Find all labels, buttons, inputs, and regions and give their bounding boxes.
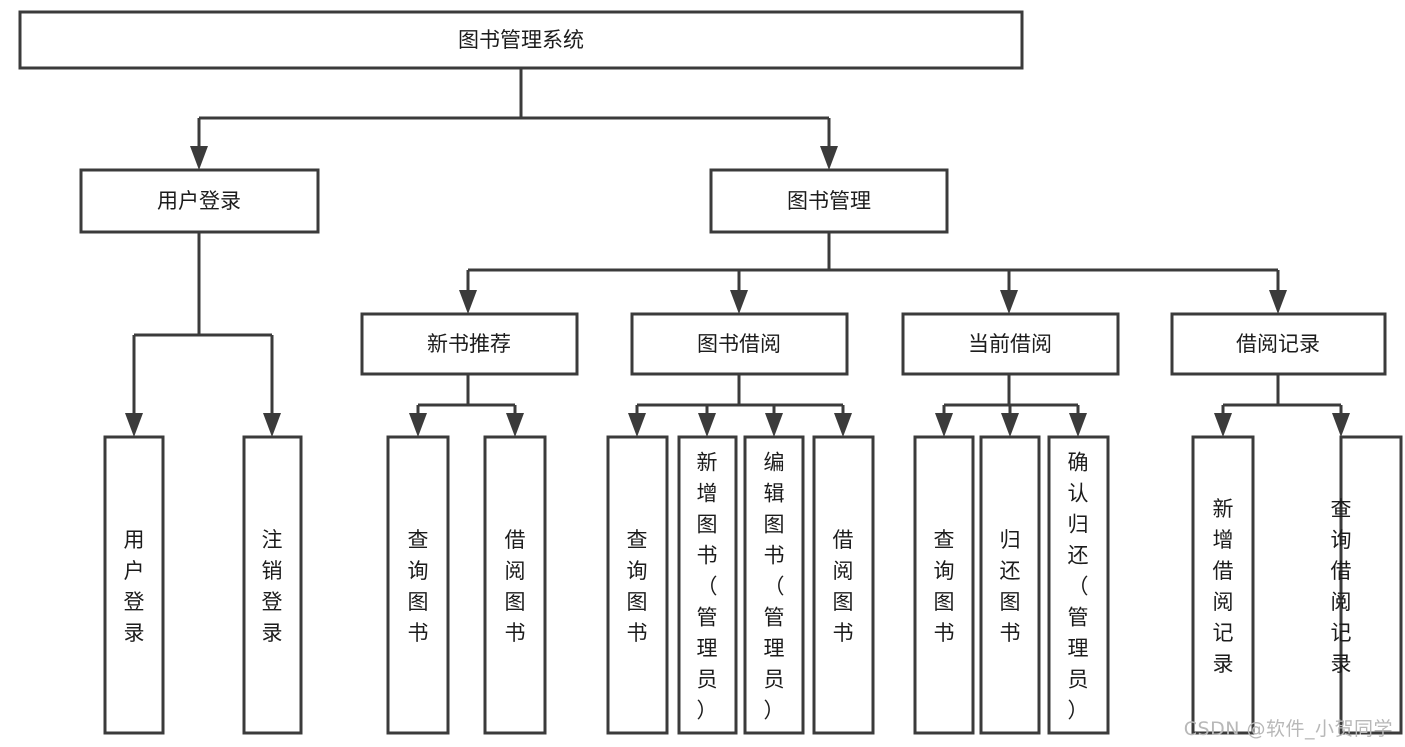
leaf-node-add-borrow-record-label: 新增借阅记录 — [1213, 497, 1234, 676]
leaf-node-query-borrow-record-label: 查询借阅记录 — [1331, 497, 1352, 676]
edge-bookmgmt-to-level3 — [459, 232, 1287, 314]
leaf-node-borrow-book-box[interactable] — [812, 435, 875, 735]
leaf-node-edit-book-admin-box[interactable] — [743, 435, 805, 735]
leaf-node-query-book-borrow[interactable]: 查询图书 — [606, 435, 669, 735]
leaf-node-add-book-admin[interactable]: 新增图书（管理员） — [677, 435, 738, 735]
edge-userlogin-to-leaves — [125, 232, 281, 437]
leaf-node-edit-book-admin[interactable]: 编辑图书（管理员） — [743, 435, 805, 735]
edge-bookborrow-to-leaves — [628, 374, 852, 437]
leaf-node-confirm-return-admin-label: 确认归还（管理员） — [1068, 451, 1089, 723]
leaf-node-logout-label: 注销登录 — [262, 528, 283, 645]
leaf-node-add-borrow-record-box[interactable] — [1191, 435, 1255, 735]
leaf-node-user-login-label: 用户登录 — [124, 528, 145, 645]
node-book-borrow-box[interactable] — [630, 312, 849, 376]
edge-borrowrecord-to-leaves — [1214, 374, 1350, 437]
node-new-book-recommend-label: 新书推荐 — [427, 332, 511, 356]
node-book-management-label: 图书管理 — [787, 189, 871, 213]
leaf-node-query-book-current[interactable]: 查询图书 — [913, 435, 975, 735]
node-new-book-recommend-box[interactable] — [360, 312, 579, 376]
leaf-node-user-login-box[interactable] — [103, 435, 165, 735]
leaf-node-confirm-return-admin-box[interactable] — [1047, 435, 1110, 735]
node-borrow-record[interactable]: 借阅记录 — [1170, 312, 1387, 376]
node-user-login-label: 用户登录 — [157, 189, 241, 213]
leaf-node-query-book-borrow-box[interactable] — [606, 435, 669, 735]
leaf-node-query-book-current-label: 查询图书 — [934, 528, 955, 645]
node-borrow-record-box[interactable] — [1170, 312, 1387, 376]
leaf-node-borrow-book-newbook[interactable]: 借阅图书 — [483, 435, 547, 735]
node-current-borrow-label: 当前借阅 — [968, 332, 1052, 356]
node-book-management-box[interactable] — [709, 168, 949, 234]
leaf-node-query-book-current-box[interactable] — [913, 435, 975, 735]
leaf-node-add-book-admin-box[interactable] — [677, 435, 738, 735]
node-book-borrow[interactable]: 图书借阅 — [630, 312, 849, 376]
leaf-node-return-book-label: 归还图书 — [1000, 528, 1021, 645]
edge-root-to-level2 — [190, 68, 838, 170]
leaf-node-return-book-box[interactable] — [979, 435, 1041, 735]
leaf-nodes-layer: 用户登录 注销登录 查询图书 借阅图书 查询图书 新增图书（管理员） — [103, 435, 1403, 735]
leaf-node-query-book-borrow-label: 查询图书 — [627, 528, 648, 645]
leaf-node-query-book-newbook-box[interactable] — [386, 435, 450, 735]
leaf-node-query-borrow-record-box[interactable] — [1339, 435, 1403, 735]
edge-currentborrow-to-leaves — [935, 374, 1087, 437]
leaf-node-query-borrow-record[interactable]: 查询借阅记录 — [1331, 435, 1403, 735]
leaf-node-logout-box[interactable] — [242, 435, 303, 735]
edge-newbook-to-leaves — [409, 374, 524, 437]
leaf-node-borrow-book[interactable]: 借阅图书 — [812, 435, 875, 735]
leaf-node-user-login[interactable]: 用户登录 — [103, 435, 165, 735]
node-user-login-box[interactable] — [79, 168, 320, 234]
node-current-borrow[interactable]: 当前借阅 — [901, 312, 1120, 376]
leaf-node-logout[interactable]: 注销登录 — [242, 435, 303, 735]
leaf-node-borrow-book-newbook-label: 借阅图书 — [505, 528, 526, 645]
node-user-login[interactable]: 用户登录 — [79, 168, 320, 234]
node-book-management[interactable]: 图书管理 — [709, 168, 949, 234]
node-book-borrow-label: 图书借阅 — [697, 332, 781, 356]
leaf-node-edit-book-admin-label: 编辑图书（管理员） — [764, 451, 785, 723]
node-root-box[interactable] — [18, 10, 1024, 70]
leaf-node-query-book-newbook-label: 查询图书 — [408, 528, 429, 645]
node-root-label: 图书管理系统 — [458, 28, 584, 52]
leaf-node-borrow-book-label: 借阅图书 — [833, 528, 854, 645]
leaf-node-query-book-newbook[interactable]: 查询图书 — [386, 435, 450, 735]
leaf-node-confirm-return-admin[interactable]: 确认归还（管理员） — [1047, 435, 1110, 735]
leaf-node-return-book[interactable]: 归还图书 — [979, 435, 1041, 735]
csdn-watermark: CSDN @软件_小贺同学 — [1183, 718, 1393, 740]
leaf-node-add-book-admin-label: 新增图书（管理员） — [697, 451, 718, 723]
node-root[interactable]: 图书管理系统 — [18, 10, 1024, 70]
node-current-borrow-box[interactable] — [901, 312, 1120, 376]
node-new-book-recommend[interactable]: 新书推荐 — [360, 312, 579, 376]
edges-layer — [125, 68, 1350, 437]
node-borrow-record-label: 借阅记录 — [1236, 332, 1320, 356]
leaf-node-borrow-book-newbook-box[interactable] — [483, 435, 547, 735]
leaf-node-add-borrow-record[interactable]: 新增借阅记录 — [1191, 435, 1255, 735]
